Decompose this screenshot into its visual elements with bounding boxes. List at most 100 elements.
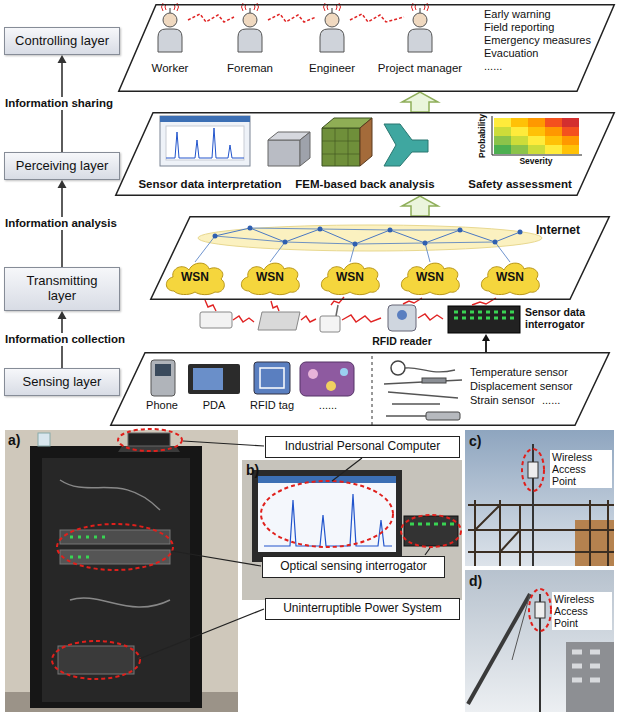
text-slot: ...... [484, 60, 502, 73]
text-slot: Emergency measures [484, 34, 591, 47]
layer-plane: Sensor data interpretationFEM-based back… [115, 112, 615, 196]
screenshot-plot [166, 126, 244, 160]
risk-cell [511, 127, 528, 136]
arrow-head [58, 180, 67, 188]
layer-box: Controlling layer [4, 27, 120, 55]
board-part [340, 368, 348, 376]
box-label: Uninterruptible Power System [283, 602, 442, 616]
layer-box: Transmitting layer [4, 267, 120, 311]
risk-cell [562, 127, 579, 136]
text-slot: Probability [478, 114, 488, 158]
network-node [493, 240, 498, 245]
box-label: Optical sensing interrogator [280, 560, 427, 574]
cloud-label: WSN [416, 271, 444, 285]
plane-text: Worker [152, 62, 189, 75]
monitor-frame [252, 470, 402, 562]
block-arrow-shape [402, 92, 438, 112]
text-slot: d) [469, 573, 482, 589]
text-slot: Sensor data interrogator [525, 306, 613, 330]
text-slot: Information analysis [3, 217, 119, 230]
data-arrow [485, 340, 487, 352]
text-slot: Sensor data interpretation [138, 178, 281, 191]
phone-screen [155, 364, 171, 376]
plane-text: Phone [146, 399, 178, 412]
risk-cell [494, 118, 511, 127]
crane-boom [468, 594, 530, 704]
text-slot: Engineer [309, 62, 355, 75]
plane-text: Internet [536, 224, 580, 238]
rack-unit [60, 550, 170, 564]
interrogator-leds [410, 523, 454, 526]
risk-cell [511, 118, 528, 127]
text-slot: b) [246, 462, 259, 478]
access-point-device [528, 462, 538, 478]
rack-leds [70, 537, 105, 557]
text-slot: Displacement sensor [470, 380, 573, 393]
axis-label: Probability [478, 114, 488, 158]
rfid-coil [260, 368, 284, 388]
layer-plane: PhonePDARFID tag......Temperature sensor… [110, 352, 610, 426]
cloud-label: WSN [256, 271, 284, 285]
device-antenna [336, 305, 338, 316]
box-label: Sensing layer [23, 375, 102, 390]
ups-unit [58, 646, 134, 674]
text-slot: PDA [203, 399, 226, 412]
box-label: Perceiving layer [16, 159, 109, 174]
highlight-ellipse [52, 641, 140, 679]
highlight-ellipse [57, 524, 173, 570]
text-slot: Foreman [227, 62, 273, 75]
risk-cell [528, 145, 545, 154]
plane-text: Temperature sensor [470, 366, 568, 379]
person-icon [408, 3, 432, 52]
network-node [213, 234, 218, 239]
cloud-label: WSN [181, 271, 209, 285]
text-slot: Wireless Access Point [550, 450, 612, 488]
risk-cell [562, 145, 579, 154]
plane-shape [111, 353, 610, 426]
panel-letter: b) [246, 462, 259, 478]
highlight-ellipse [401, 515, 461, 547]
layer-box: Perceiving layer [4, 152, 120, 180]
cables [60, 480, 170, 607]
data-arrow-head [482, 334, 490, 341]
highlight-ellipse [261, 481, 393, 547]
strain-sensor [426, 412, 460, 420]
person-icon [320, 3, 344, 52]
wireless-bolt [268, 14, 316, 22]
network-node [318, 227, 323, 232]
server-cabinet [30, 446, 202, 708]
device-label: RFID reader [372, 335, 432, 347]
risk-cell [528, 127, 545, 136]
board-part [326, 381, 336, 391]
phone-icon [151, 360, 175, 396]
leader-line [139, 441, 430, 659]
sensor-board [300, 362, 354, 396]
box-label: Industrial Personal Computer [285, 440, 440, 454]
text-slot: Evacuation [484, 47, 538, 60]
plane-text: ...... [484, 60, 502, 73]
plane-text: Evacuation [484, 47, 538, 60]
risk-cell [545, 136, 562, 145]
text-slot: Severity [519, 157, 552, 167]
risk-cell [494, 136, 511, 145]
device-label: Sensor data interrogator [525, 306, 613, 330]
rfid-reader-device [388, 305, 416, 331]
plane-text: Strain sensor [470, 394, 535, 407]
text-slot: Phone [146, 399, 178, 412]
cloud-shape [321, 263, 379, 295]
fem-beam [384, 124, 428, 166]
panel-letter: c) [469, 433, 481, 449]
box-label: Transmitting layer [20, 274, 104, 304]
block-arrow-shape [402, 196, 438, 216]
network-links [215, 228, 520, 244]
risk-cell [528, 136, 545, 145]
text-slot: Safety assessment [468, 178, 572, 191]
wsn-cloud: WSN [237, 260, 303, 296]
monitor-screen [258, 476, 396, 552]
plane-text: Early warning [484, 8, 551, 21]
fem-cube [360, 118, 372, 166]
plane-shape [119, 5, 615, 92]
sensor-cable [384, 368, 462, 404]
layer-plane: WorkerForemanEngineerProject managerEarl… [118, 4, 615, 92]
